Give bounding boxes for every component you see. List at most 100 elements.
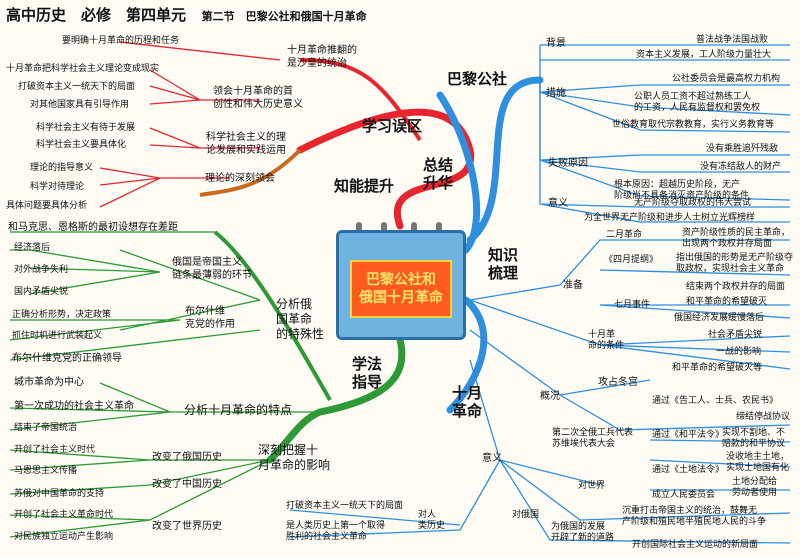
paris-note: 世俗教育取代宗教教育，实行义务教育等	[612, 120, 775, 130]
october-sub-label: 对人类历史	[418, 510, 446, 531]
summary-branch-line	[296, 108, 475, 230]
method-note: 结束了帝国统治	[14, 423, 78, 433]
center-title-line1: 巴黎公社和	[366, 272, 436, 288]
paris-note: 公职人员工资不超过熟练工人 的工资，人民有监督权和罢免权	[634, 92, 761, 113]
summary-note: 具体问题要具体分析	[6, 201, 88, 211]
method-note: 抓住时机进行武装起义	[12, 331, 103, 341]
october-note: 俄国经济发展缓慢落后	[674, 313, 765, 323]
october-sub-label: 对俄国	[512, 510, 540, 520]
october-note: 为俄国的发展 开辟了新的道路	[551, 522, 615, 543]
october-sub-label: 攻占冬宫	[598, 377, 638, 388]
october-sub-label: 第二次全俄工兵代表苏维埃代表大会	[552, 428, 634, 449]
method-note: 对外战争失利	[14, 265, 69, 275]
october-sub-label: 《四月提纲》	[604, 255, 659, 265]
october-note: 土地分配给 劳动者使用	[732, 477, 778, 498]
october-note: 和平革命的希望破灭	[686, 297, 768, 307]
method-note: 开创了社会主义革命时代	[14, 510, 114, 520]
october-note: 资产阶级性质的民主革命，出现两个政权并存局面	[682, 228, 791, 249]
paris-note: 普法战争法国战败	[696, 35, 769, 45]
paris-note: 根本原因：超越历史阶段，无产 阶级尚不具备消灭资产阶级的条件	[614, 180, 750, 201]
october-note: 打破资本主义一统天下的局面	[286, 501, 404, 511]
paris-note: 公社委员会是最高权力机构	[672, 74, 781, 84]
summary-item-label: 领会十月革命的首创性和伟大历史意义	[213, 86, 303, 110]
october-item-label: 意义	[482, 453, 502, 464]
october-note: 一战的影响	[716, 347, 762, 357]
october-item-label: 十月革命的条件	[588, 330, 625, 351]
method-note: 正确分析形势，决定政策	[12, 310, 112, 320]
ability-line	[199, 148, 302, 197]
summary-item-label: 理论的深刻领会	[205, 173, 275, 184]
method-sub-label: 改变了中国历史	[152, 479, 222, 490]
branch-errors: 学习误区	[362, 117, 423, 135]
summary-note: 理论的指导意义	[30, 163, 94, 173]
method-note: 马恩思主义传播	[14, 466, 78, 476]
october-note: 成立人民委员会	[652, 490, 716, 500]
method-note: 城市革命为中心	[14, 377, 84, 388]
center-title: 巴黎公社和 俄国十月革命	[350, 260, 452, 318]
paris-item-label: 意义	[548, 198, 568, 209]
october-note: 通过《和平法令》	[652, 430, 725, 440]
branch-paris: 巴黎公社	[447, 70, 508, 88]
october-note: 开创国际社会主义运动的新局面	[632, 540, 759, 550]
knowledge-branch-line	[436, 76, 544, 254]
paris-note: 为全世界无产阶级和进步人士树立光辉榜样	[584, 213, 756, 223]
method-up-line	[213, 230, 332, 401]
october-note: 社会矛盾尖锐	[708, 330, 763, 340]
october-note: 没收地主土地， 实现土地国有化	[726, 452, 790, 473]
paris-note: 没有冻结敌人的财产	[700, 162, 782, 172]
paris-note: 没有乘胜追歼残敌	[706, 144, 779, 154]
october-sub-label: 二月革命	[606, 230, 643, 240]
october-item-label: 概况	[540, 391, 560, 402]
october-item-label: 准备	[563, 280, 583, 291]
method-note: 开创了社会主义时代	[14, 445, 96, 455]
page-header: 高中历史 必修 第四单元 第二节 巴黎公社和俄国十月革命	[6, 4, 367, 25]
october-note: 结束两个政权并存的局面	[686, 282, 786, 292]
method-note: 经济落后	[14, 243, 51, 253]
october-note: 是人类历史上第一个取得 胜利的社会主义革命	[286, 521, 386, 542]
method-sub-label: 改变了俄国历史	[152, 452, 222, 463]
summary-item-label: 科学社会主义的理论发展和实践运用	[206, 132, 286, 156]
branch-summary: 总结升华	[423, 156, 454, 192]
branch-october: 十月革命	[452, 384, 483, 420]
method-note: 对民族独立运动产生影响	[14, 532, 114, 542]
paris-note: 资本主义发展，工人阶级力量壮大	[636, 50, 772, 60]
summary-note: 科学对待理论	[30, 182, 85, 192]
method-branch-line	[266, 336, 406, 464]
october-sub-label: 对世界	[578, 481, 606, 491]
summary-note: 科学社会主义有待于发展	[36, 123, 136, 133]
october-note: 和平革命的希望破灭等	[672, 363, 763, 373]
method-note: 苏俄对中国革命的支持	[14, 489, 105, 499]
october-branch-line	[446, 296, 488, 414]
october-note: 通过《告工人、士兵、农民书》	[652, 396, 779, 406]
paris-note: 无产阶级夺取政权的伟大尝试	[634, 198, 752, 208]
center-title-line2: 俄国十月革命	[359, 290, 443, 306]
method-note: 第一次成功的社会主义革命	[14, 401, 134, 412]
paris-item-label: 失败原因	[548, 158, 588, 169]
october-note: 实现不割地、不 赔款的和平协议	[722, 428, 786, 449]
summary-note: 打破资本主义一统天下的局面	[18, 82, 136, 92]
paris-item-label: 背景	[546, 38, 566, 49]
method-item-label: 分析俄国革命的特殊性	[276, 297, 325, 341]
october-note: 通过《土地法令》	[652, 465, 725, 475]
branch-method: 学法指导	[352, 355, 383, 391]
method-note: 和马克思、恩格斯的最初设想存在差距	[8, 222, 178, 233]
method-item-label: 深刻把握十月革命的影响	[258, 443, 331, 472]
center-topic: 巴黎公社和 俄国十月革命	[336, 222, 466, 340]
method-sub-label: 布尔什维克党的作用	[185, 306, 235, 330]
october-note: 沉重打击帝国主义的统治，鼓舞无 产阶级和殖民地半殖民地人民的斗争	[622, 506, 767, 527]
page-title: 高中历史 必修 第四单元	[6, 6, 187, 24]
summary-upper-line	[299, 58, 422, 142]
paris-item-label: 措施	[546, 88, 566, 99]
method-item-label: 分析十月革命的特点	[184, 403, 293, 417]
summary-note: 十月革命把科学社会主义理论变成现实	[6, 64, 160, 74]
october-note: 指出俄国的形势是无产阶级夺取政权，实现社会主义革命	[676, 253, 794, 274]
page-subtitle: 第二节 巴黎公社和俄国十月革命	[201, 10, 367, 23]
method-note: 布尔什维克党的正确领导	[12, 353, 122, 364]
method-sub-label: 改变了世界历史	[152, 521, 222, 532]
summary-note: 要明确十月革命的历程和任务	[62, 36, 180, 46]
summary-note: 科学社会主义要具体化	[36, 140, 127, 150]
summary-item-label: 十月革命推翻的是沙皇的统治	[287, 45, 357, 69]
method-note: 国内矛盾尖锐	[14, 287, 69, 297]
summary-note: 对其他国家具有引导作用	[30, 100, 130, 110]
